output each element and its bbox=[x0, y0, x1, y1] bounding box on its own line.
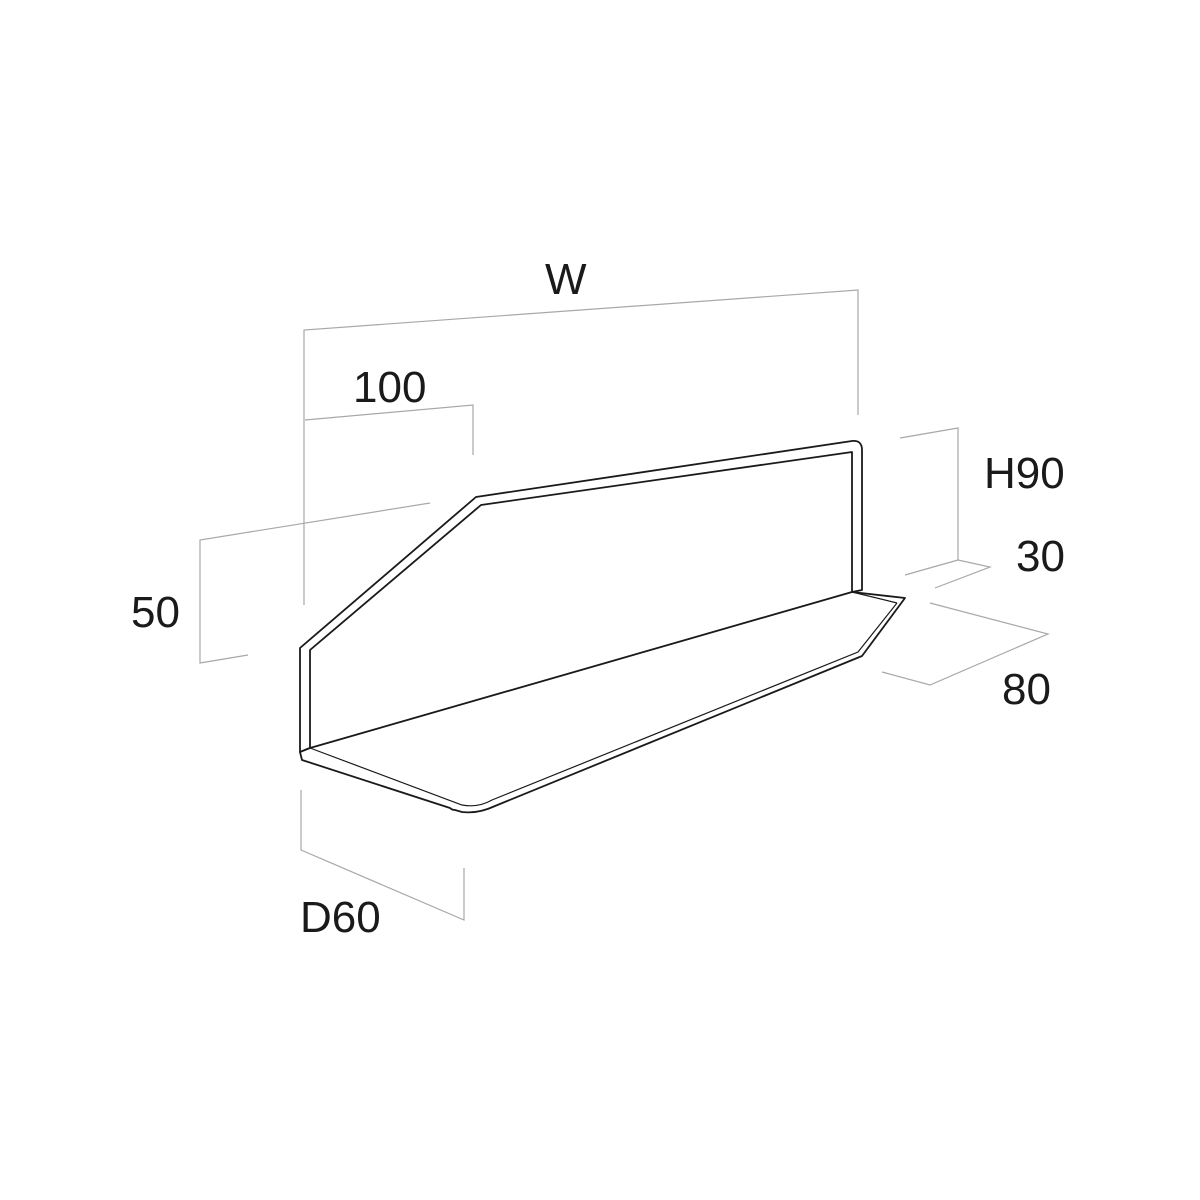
ledge-dimension bbox=[934, 559, 993, 589]
height-dimension bbox=[899, 427, 959, 576]
width-dimension bbox=[303, 289, 859, 605]
back-panel bbox=[299, 440, 863, 753]
corner-height-label: 50 bbox=[131, 588, 180, 637]
shelf-corner-label: 80 bbox=[1002, 665, 1051, 714]
corner-width-label: 100 bbox=[353, 363, 427, 412]
depth-label: D60 bbox=[300, 893, 381, 942]
depth-dimension bbox=[300, 790, 465, 921]
height-label: H90 bbox=[984, 449, 1065, 498]
shelf-base bbox=[299, 591, 906, 814]
corner-width-dimension bbox=[304, 404, 474, 455]
corner-height-dimension bbox=[199, 502, 431, 664]
ledge-label: 30 bbox=[1016, 532, 1065, 581]
shelf-corner-dimension bbox=[881, 602, 1050, 686]
width-label: W bbox=[545, 255, 587, 304]
